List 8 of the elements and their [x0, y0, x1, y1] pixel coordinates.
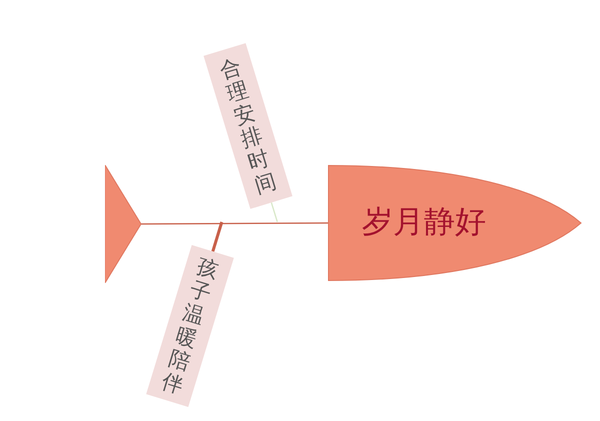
cause-box: 合理安排时间 [204, 43, 292, 209]
spine-line [141, 222, 328, 225]
bone-line [211, 222, 224, 252]
cause-box: 孩子温暖陪伴 [146, 244, 234, 408]
tail-triangle [105, 165, 141, 283]
fish-head-shape [328, 165, 582, 281]
bone-line [270, 202, 278, 222]
head-label: 岁月静好 [362, 203, 486, 242]
